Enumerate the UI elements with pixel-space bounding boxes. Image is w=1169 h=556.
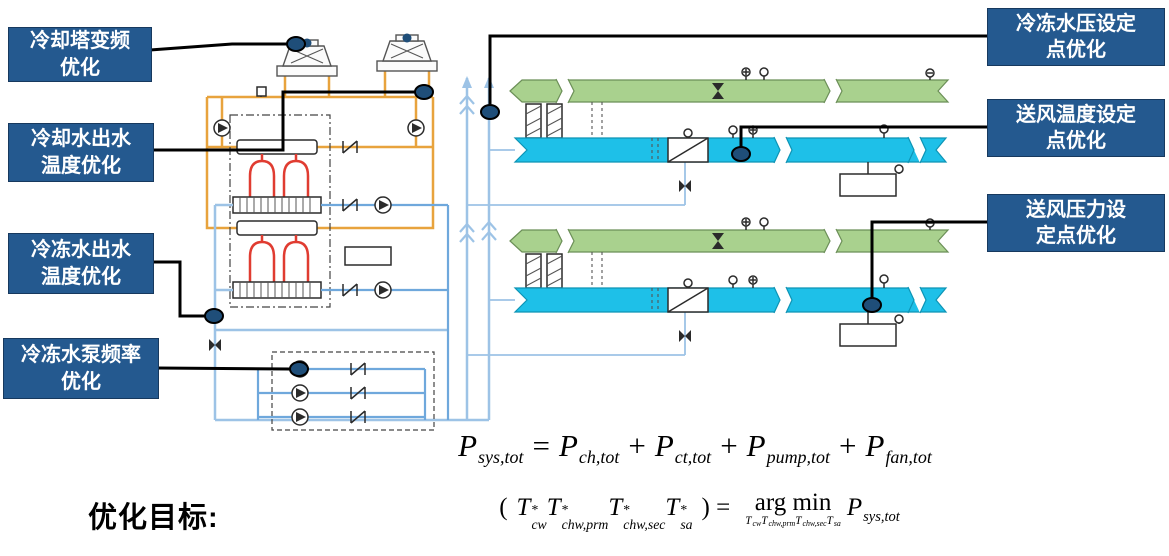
callout-cooling-tower-vfd: 冷却塔变频 优化 [8,27,152,82]
filter-section [651,288,659,312]
mixing-section [591,252,603,288]
duct-damper-icon [712,83,724,99]
callout-line: 冷却水出水 [31,128,131,151]
return-air-duct [509,79,950,103]
callout-chilled-water-pump-freq: 冷冻水泵频率 优化 [3,338,159,399]
vav-terminal [839,312,904,347]
callout-line: 点优化 [1046,39,1106,61]
callout-line: 温度优化 [41,265,121,288]
callout-node-cooling-water [414,84,434,100]
ahu-bottom [509,217,950,347]
supply-air-duct [513,137,948,163]
callout-node-cooling-tower [286,36,306,52]
callout-node-supply-temp [731,146,751,162]
duct-break [773,136,793,164]
mixing-dampers [525,103,563,139]
duct-break [823,78,843,104]
tower-fan-icon [402,33,412,43]
callout-line: 冷冻水泵频率 [21,344,141,367]
duct-break [773,286,793,314]
duct-break [555,78,575,104]
sensor-icon [748,275,758,288]
callout-node-supply-pressure [862,297,882,313]
sensor-icon [728,275,738,288]
sensor-icon [759,67,769,80]
check-valve-icon [342,283,358,297]
callout-line: 点优化 [1046,130,1106,152]
sensor-icon [759,217,769,230]
return-air-duct [509,229,950,253]
duct-break [907,136,927,164]
pump-icon [374,196,392,214]
callout-line: 定点优化 [1036,225,1116,247]
pump-icon [374,281,392,299]
sensor-icon [256,86,267,97]
formula-power: Psys,tot=Pch,tot+Pct,tot+Ppump,tot+Pfan,… [458,428,932,468]
mixing-section [591,102,603,138]
check-valve-icon [350,362,366,376]
callout-line: 冷冻水出水 [31,239,131,262]
callout-node-chilled-water [204,308,224,324]
check-valve-icon [350,386,366,400]
callout-chw-pressure-setpoint: 冷冻水压设定 点优化 [987,8,1165,66]
pump-icon [291,408,309,426]
evaporator [232,196,322,214]
riser-pipes [459,76,497,420]
valve-icon [679,180,691,192]
ahu-branch-piping [467,149,691,356]
sensor-icon [925,68,935,80]
valve-icon [679,330,691,342]
callout-line: 冷却塔变频 [30,30,130,53]
callout-line: 温度优化 [41,154,121,177]
callout-line: 优化 [60,56,100,79]
callout-supply-air-pressure-setpoint: 送风压力设 定点优化 [987,194,1165,252]
refrigerant-piping [248,235,310,282]
ahu-top [509,67,950,197]
sensor-icon [728,125,738,138]
chiller-2 [232,220,322,299]
pump-icon [213,119,231,137]
callout-node-chw-pressure [480,104,500,120]
cooling-tower-2 [376,33,438,72]
callout-chilled-water-outlet-temp: 冷冻水出水 温度优化 [8,233,154,294]
callout-line: 送风温度设定 [1016,103,1136,126]
chiller-plant [205,33,691,431]
callout-line: 冷冻水压设定 [1016,12,1136,35]
fan-section [667,278,709,313]
callout-line: 优化 [61,370,101,393]
objective-label: 优化目标: [88,502,219,534]
sensor-icon [741,217,751,230]
check-valve-icon [342,140,358,154]
filter-section [651,138,659,162]
pump-icon [291,384,309,402]
sensor-icon [741,67,751,80]
callout-node-pump-freq [289,361,309,377]
callout-line: 送风压力设 [1026,198,1126,221]
duct-damper-icon [712,233,724,249]
check-valve-icon [342,198,358,212]
callout-connectors [149,34,987,377]
expansion-tank [344,246,392,266]
chiller-boundary [229,114,331,308]
valve-icon [209,339,221,351]
vav-terminal [839,162,904,197]
evaporator [232,281,322,299]
check-valve-icon [350,410,366,424]
callout-supply-air-temp-setpoint: 送风温度设定 点优化 [987,99,1165,157]
pump-icon [407,119,425,137]
duct-break [907,286,927,314]
duct-break [555,228,575,254]
condenser-shell [236,220,318,236]
chilled-water-piping [213,203,489,422]
condenser-shell [236,139,318,155]
duct-break [823,228,843,254]
supply-air-duct [513,287,948,313]
refrigerant-piping [248,154,310,197]
callout-cooling-water-outlet-temp: 冷却水出水 温度优化 [8,123,154,182]
fan-section [667,128,709,163]
mixing-dampers [525,253,563,289]
sensor-icon [879,274,889,288]
